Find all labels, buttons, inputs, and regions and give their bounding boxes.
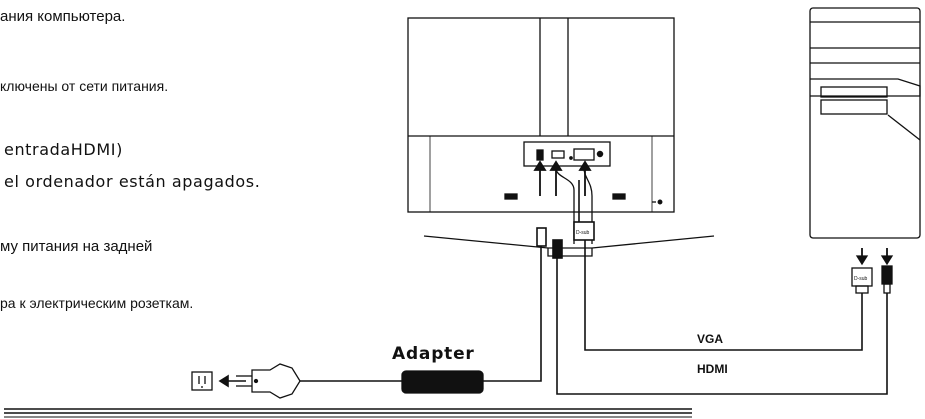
arrow-to-outlet-icon [218,374,246,388]
pc-tower-icon [809,7,921,239]
instruction-line-3: entradaHDMI) [4,140,123,159]
instruction-line-1: ания компьютера. [0,8,126,25]
power-plug-icon [236,363,301,399]
hdmi-cable [552,239,888,395]
instruction-line-4: el ordenador están apagados. [4,172,261,191]
pc-connectors: D-sub [851,248,894,294]
monitor-back-icon [407,17,715,257]
vga-cable: D-sub [573,180,863,351]
instruction-line-6: ра к электрическим розеткам. [0,295,194,311]
section-divider [4,408,692,418]
wall-outlet-icon [191,371,213,391]
instruction-line-2: ключены от сети питания. [0,78,169,94]
adapter-brick-icon [401,370,484,394]
vga-cable-label: VGA [697,332,724,346]
hdmi-cable-label: HDMI [697,362,728,376]
svg-text:D-sub: D-sub [576,230,590,236]
instruction-line-5: му питания на задней [0,238,153,255]
power-cable [300,227,547,382]
adapter-label: Adapter [392,344,475,364]
svg-text:D-sub: D-sub [854,276,868,282]
monitor-arrows [533,160,592,196]
